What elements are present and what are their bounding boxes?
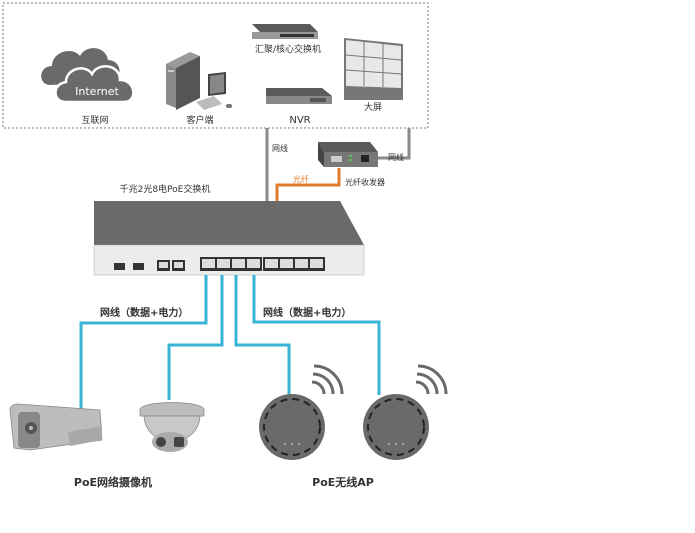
top-zone-border xyxy=(2,2,429,129)
main-switch-label: 千兆2光8电PoE交换机 xyxy=(120,183,211,195)
sfp-port-2 xyxy=(133,263,144,270)
ap-label: PoE无线AP xyxy=(312,475,374,489)
fiber-label: 光纤 xyxy=(293,174,309,184)
transceiver-uplink-label: 网线 xyxy=(388,152,404,162)
wireless-ap-icon xyxy=(259,394,325,460)
cameras-label: PoE网络摄像机 xyxy=(74,475,152,489)
transceiver-label: 光纤收发器 xyxy=(345,177,385,187)
client-label: 客户端 xyxy=(186,114,213,126)
poe-left-label: 网线（数据+电力） xyxy=(100,306,188,319)
poe-cables xyxy=(79,275,381,410)
poe-cable-ap-2 xyxy=(252,275,381,395)
internet-icon-text: Internet xyxy=(75,85,119,98)
video-wall-icon xyxy=(344,38,403,100)
core-switch-label: 汇聚/核心交换机 xyxy=(255,43,321,55)
poe-cable-bullet-camera xyxy=(79,275,208,410)
internet-cloud-icon: Internet xyxy=(41,48,135,104)
poe-cable-dome-camera xyxy=(167,275,224,400)
wireless-ap-icon xyxy=(363,394,429,460)
switch-uplink-label: 网线 xyxy=(272,143,288,153)
nvr-icon xyxy=(266,88,332,104)
sfp-port-1 xyxy=(114,263,125,270)
core-switch-icon xyxy=(252,24,318,39)
wifi-signal-icon xyxy=(311,364,344,395)
poe-port-group xyxy=(200,257,325,271)
client-pc-icon xyxy=(166,52,232,110)
fiber-transceiver-icon xyxy=(318,142,378,167)
nvr-label: NVR xyxy=(289,115,310,126)
bullet-camera-icon xyxy=(9,403,103,451)
big-screen-label: 大屏 xyxy=(364,101,382,113)
dome-camera-icon xyxy=(139,402,205,452)
poe-right-label: 网线（数据+电力） xyxy=(263,306,351,319)
poe-cable-ap-1 xyxy=(234,275,291,395)
wifi-signal-icon xyxy=(415,364,448,395)
transceiver-uplink-cable xyxy=(377,128,411,160)
fiber-cable xyxy=(275,168,341,205)
internet-label: 互联网 xyxy=(81,115,108,126)
poe-switch-icon xyxy=(93,201,365,276)
